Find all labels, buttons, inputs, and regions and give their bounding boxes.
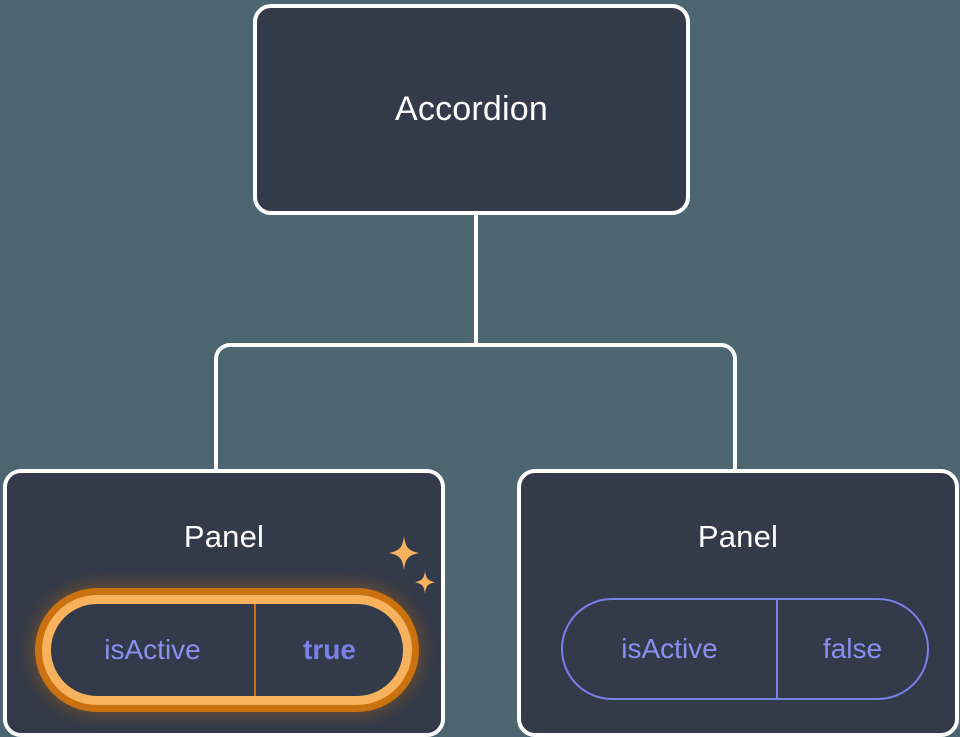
node-accordion[interactable]: Accordion [253,4,690,215]
connector-elbow-right [715,343,737,365]
node-accordion-label: Accordion [395,90,548,128]
node-panel-right[interactable]: Panel isActive false [517,469,959,737]
prop-value-label: true [303,634,356,665]
prop-value-label: false [822,633,883,664]
node-panel-left[interactable]: Panel isActive true [3,469,445,737]
connector-branch-right [733,359,737,471]
prop-key-label: isActive [563,600,778,698]
connector-horizontal-bus [232,343,720,347]
connector-branch-left [214,359,218,471]
node-panel-right-label: Panel [697,519,779,554]
prop-pill-isactive-false[interactable]: isActive false [561,598,929,700]
connector-root-stem [474,213,478,347]
prop-key-label: isActive [51,604,256,696]
connector-elbow-left [214,343,236,365]
node-panel-left-label: Panel [183,519,265,554]
prop-pill-isactive-true[interactable]: isActive true [42,595,412,705]
